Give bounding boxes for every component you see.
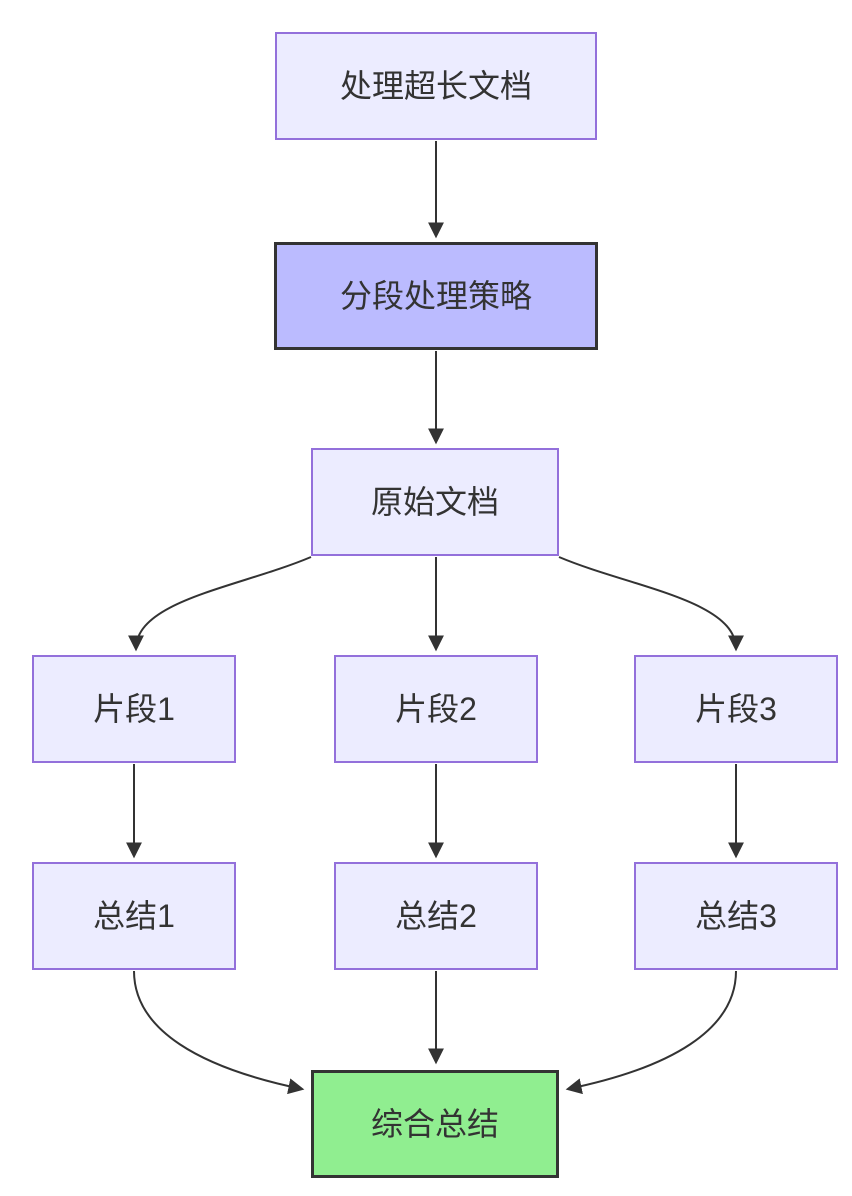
edge-source-doc-fragment1 — [128, 556, 312, 652]
node-summary1: 总结1 — [32, 862, 236, 970]
node-source-doc: 原始文档 — [311, 448, 559, 556]
node-final-summary-label: 综合总结 — [370, 1106, 499, 1142]
node-fragment1: 片段1 — [32, 655, 236, 763]
node-summary2: 总结2 — [334, 862, 538, 970]
node-fragment3: 片段3 — [634, 655, 838, 763]
node-summary3-label: 总结3 — [695, 898, 777, 934]
edge-source-doc-fragment3 — [558, 556, 744, 652]
node-summary1-label: 总结1 — [93, 898, 175, 934]
node-summary2-label: 总结2 — [395, 898, 477, 934]
node-summary3: 总结3 — [634, 862, 838, 970]
node-strategy-label: 分段处理策略 — [339, 278, 532, 314]
edge-summary3-final — [565, 970, 737, 1095]
node-source-doc-label: 原始文档 — [370, 484, 499, 520]
node-strategy: 分段处理策略 — [274, 242, 598, 350]
node-final-summary: 综合总结 — [311, 1070, 559, 1178]
node-fragment1-label: 片段1 — [93, 691, 175, 727]
node-fragment2: 片段2 — [334, 655, 538, 763]
node-fragment2-label: 片段2 — [395, 691, 477, 727]
node-root-label: 处理超长文档 — [339, 68, 532, 104]
edge-summary1-final — [133, 970, 305, 1095]
node-fragment3-label: 片段3 — [695, 691, 777, 727]
node-root: 处理超长文档 — [275, 32, 597, 140]
